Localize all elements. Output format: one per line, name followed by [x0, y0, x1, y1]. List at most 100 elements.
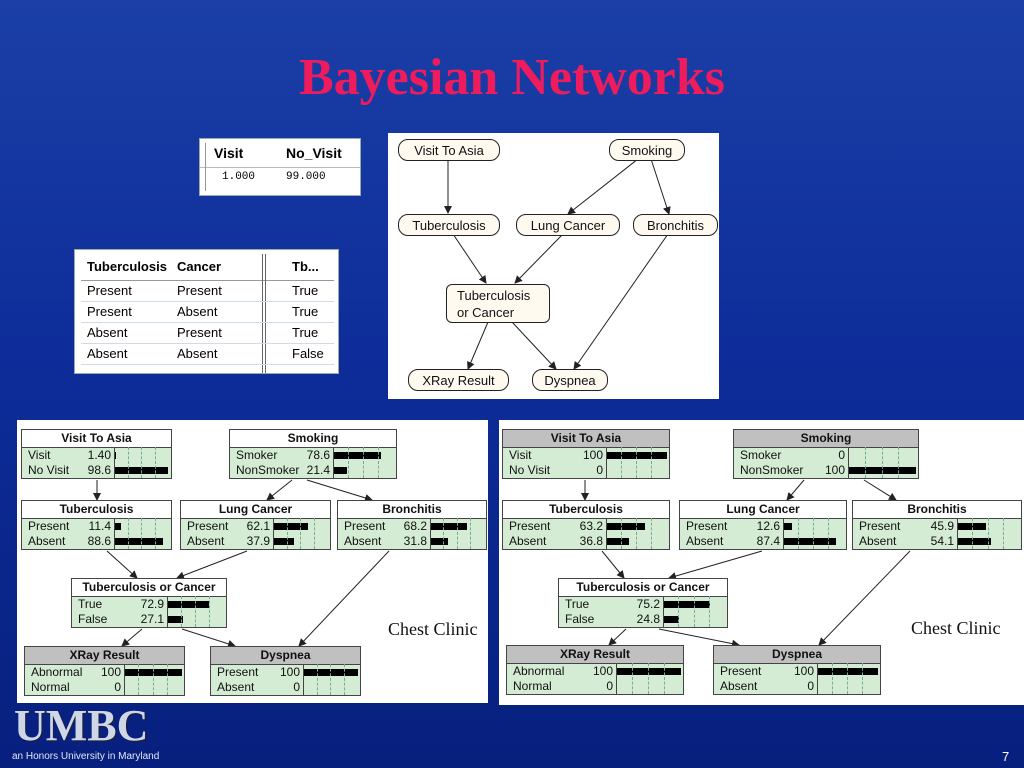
no-visit-header-cell: No_Visit — [286, 145, 342, 161]
bn-state-label: Present — [509, 519, 551, 533]
bn-state-label: Absent — [859, 534, 897, 548]
bn-state-value: 37.9 — [246, 534, 270, 548]
tborc-line-2: or Cancer — [457, 304, 515, 320]
bn-state-value: 12.6 — [756, 519, 780, 533]
bn-node-title: XRay Result — [507, 646, 683, 664]
table-row: Absent Absent False — [81, 344, 334, 365]
bn-state-value: 87.4 — [756, 534, 780, 548]
bn-node-title: Tuberculosis or Cancer — [559, 579, 727, 597]
bn-state-bar — [168, 601, 209, 608]
bn-state-value: 11.4 — [88, 519, 111, 533]
table-cell: Present — [177, 283, 222, 298]
edge-smoking-lung — [567, 158, 639, 215]
bn-node-title: Visit To Asia — [22, 430, 171, 448]
bn-state-row: Present 100 — [714, 664, 880, 679]
bn-node-title: XRay Result — [25, 647, 184, 665]
edge-tborc-dysp — [511, 321, 557, 370]
bn-state-label: Smoker — [740, 448, 782, 462]
page-title: Bayesian Networks — [298, 49, 726, 106]
bn-state-row: Present 11.4 — [22, 519, 171, 534]
bn-state-label: Normal — [31, 680, 70, 694]
bn-state-row: Present 45.9 — [853, 519, 1021, 534]
tb-table-header: Tuberculosis Cancer Tb... — [81, 254, 334, 281]
bn-state-value: 21.4 — [306, 463, 330, 477]
bn-state-row: True 72.9 — [72, 597, 226, 612]
bn-state-label: Absent — [344, 534, 382, 548]
bn-state-label: NonSmoker — [236, 463, 300, 477]
bn-state-bar — [115, 452, 116, 459]
bn-state-label: Absent — [720, 679, 758, 693]
bn-state-label: Absent — [686, 534, 724, 548]
bn-state-label: Visit — [28, 448, 51, 462]
page-number: 7 — [1002, 749, 1010, 764]
bn-state-row: Present 12.6 — [680, 519, 846, 534]
bn-state-bar — [115, 523, 121, 530]
bn-state-value: 68.2 — [403, 519, 427, 533]
bn-state-bar — [664, 601, 710, 608]
table-row: Present Present True — [81, 281, 334, 302]
bn-state-value: 72.9 — [140, 597, 164, 611]
bn-state-label: Present — [720, 664, 762, 678]
bn-state-bar — [334, 452, 381, 459]
bn-state-value: 98.6 — [87, 463, 111, 477]
bn-state-value: 100 — [793, 664, 814, 678]
table-cell: Present — [87, 283, 132, 298]
visit-prior-table: Visit No_Visit 1.000 99.000 — [199, 138, 361, 196]
tborc-line-1: Tuberculosis — [457, 287, 531, 303]
bn-state-value: 0 — [606, 679, 613, 693]
bn-state-value: 100 — [100, 665, 121, 679]
bn-state-label: Present — [28, 519, 70, 533]
bn-state-value: 62.1 — [246, 519, 270, 533]
bn-state-bar — [274, 523, 308, 530]
bn-state-value: 100 — [279, 665, 300, 679]
tborc-header-cell: Tb... — [292, 259, 319, 274]
node-bronchitis: Bronchitis — [633, 214, 718, 236]
bn-state-label: Present — [859, 519, 901, 533]
bn-state-value: 45.9 — [930, 519, 954, 533]
bn-state-label: Present — [686, 519, 728, 533]
bn-state-bar — [334, 467, 347, 474]
node-smoking: Smoking — [609, 139, 685, 161]
table-row: Absent Present True — [81, 323, 334, 344]
bn-state-label: False — [565, 612, 595, 626]
bn-state-bar — [607, 523, 645, 530]
bn-state-label: True — [78, 597, 103, 611]
bn-state-bar — [784, 523, 792, 530]
bn-state-label: Visit — [509, 448, 532, 462]
bn-state-label: False — [78, 612, 108, 626]
bn-node-title: Smoking — [734, 430, 918, 448]
table-row: Present Absent True — [81, 302, 334, 323]
bn-state-bar — [784, 538, 836, 545]
bn-node-title: Dyspnea — [211, 647, 360, 665]
bn-state-row: Present 100 — [211, 665, 360, 680]
table-cell: Absent — [177, 304, 218, 319]
bn-state-value: 54.1 — [930, 534, 954, 548]
bn-state-value: 0 — [293, 680, 300, 694]
bn-state-bar — [607, 452, 667, 459]
bn-node-title: Tuberculosis — [503, 501, 669, 519]
university-tagline: an Honors University in Maryland — [12, 751, 160, 762]
bn-state-row: NonSmoker 21.4 — [230, 463, 396, 478]
edge-bronch-dysp — [573, 233, 669, 370]
bn-state-label: Present — [217, 665, 259, 679]
